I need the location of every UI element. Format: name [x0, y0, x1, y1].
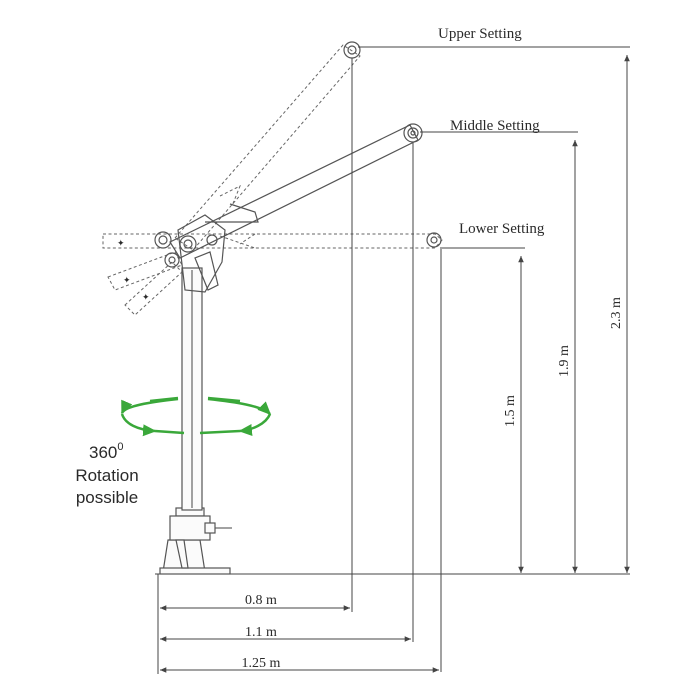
middle-height-label: 1.9 m — [557, 345, 572, 377]
pivot-head — [154, 214, 226, 293]
middle-setting-arm — [169, 123, 423, 259]
lowered-arm-tail: ✦ ✦ — [107, 251, 183, 316]
svg-text:✦: ✦ — [117, 238, 125, 248]
lower-height-label: 1.5 m — [503, 395, 518, 427]
upper-reach-label: 0.8 m — [245, 593, 277, 608]
crane-base — [159, 507, 232, 575]
crane-mast — [181, 267, 203, 511]
rotation-line-3: possible — [76, 488, 138, 507]
svg-text:✦: ✦ — [142, 292, 150, 302]
rotation-line-2: Rotation — [75, 466, 138, 485]
svg-text:✦: ✦ — [123, 275, 131, 285]
lower-setting-label: Lower Setting — [459, 221, 545, 237]
lower-setting-arm: ✦ — [102, 232, 443, 249]
lower-reach-label: 1.25 m — [242, 656, 281, 671]
middle-reach-label: 1.1 m — [245, 625, 277, 640]
middle-setting-label: Middle Setting — [450, 118, 540, 134]
upper-setting-label: Upper Setting — [438, 26, 522, 42]
rotation-degree-mark: 0 — [117, 441, 123, 453]
upper-height-label: 2.3 m — [609, 297, 624, 329]
rotation-degrees: 3600 — [89, 441, 124, 462]
upper-setting-arm — [174, 41, 361, 251]
rotation-arrows — [120, 396, 272, 437]
